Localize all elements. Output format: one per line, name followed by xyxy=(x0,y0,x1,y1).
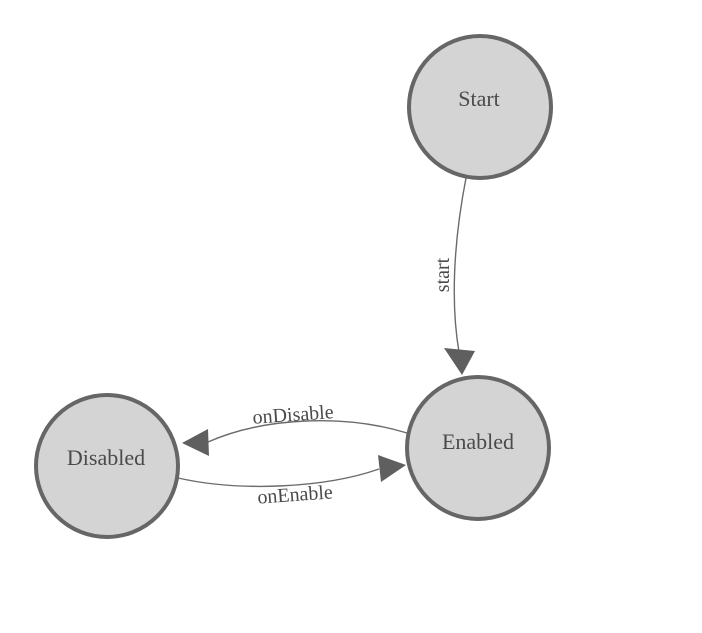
state-label: Start xyxy=(458,86,500,111)
arrowhead-icon xyxy=(444,348,475,375)
edge-enabled-to-disabled: onDisable xyxy=(182,401,408,456)
state-label: Disabled xyxy=(67,445,145,470)
edge-label-start: start xyxy=(432,257,454,292)
arrowhead-icon xyxy=(182,429,209,456)
edge-line xyxy=(177,468,380,488)
edge-line xyxy=(207,420,408,443)
edge-label-ondisable: onDisable xyxy=(252,401,335,429)
edge-disabled-to-enabled: onEnable xyxy=(177,455,406,509)
arrowhead-icon xyxy=(378,455,406,482)
edge-line xyxy=(453,177,467,353)
edge-start-to-enabled: start xyxy=(432,177,475,375)
state-node-start: Start xyxy=(407,34,553,180)
state-node-disabled: Disabled xyxy=(34,393,180,539)
state-circle xyxy=(407,34,553,180)
state-circle xyxy=(405,375,551,521)
state-node-enabled: Enabled xyxy=(405,375,551,521)
state-circle xyxy=(34,393,180,539)
edge-label-onenable: onEnable xyxy=(257,481,334,508)
state-label: Enabled xyxy=(442,429,514,454)
